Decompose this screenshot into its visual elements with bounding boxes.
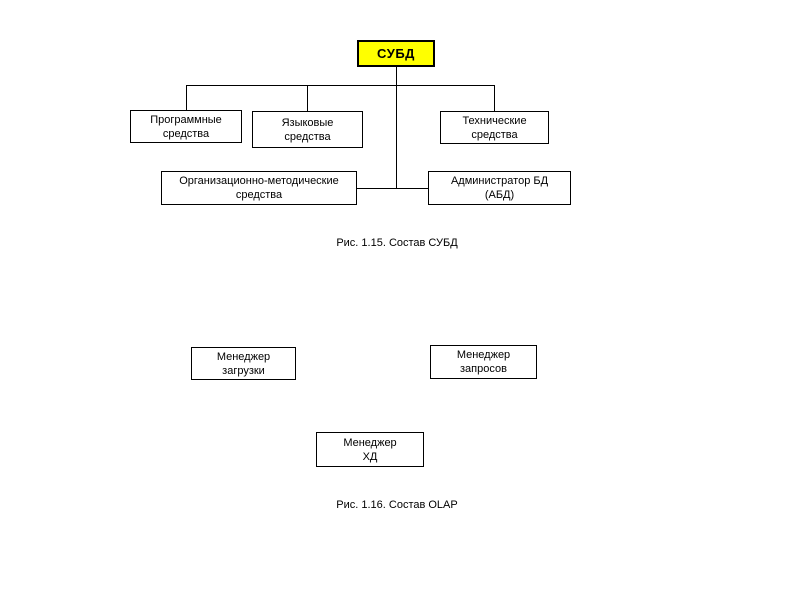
connector-drop-hardware xyxy=(494,85,495,111)
figure-caption-1-15: Рис. 1.15. Состав СУБД xyxy=(336,237,458,249)
node-query-manager[interactable]: Менеджер запросов xyxy=(430,345,537,379)
connector-branch-dba xyxy=(396,188,429,189)
connector-center-spine xyxy=(396,85,397,188)
connector-branch-org-methods xyxy=(357,188,397,189)
node-dw-manager[interactable]: Менеджер ХД xyxy=(316,432,424,467)
node-software-tools[interactable]: Программные средства xyxy=(130,110,242,143)
connector-drop-language xyxy=(307,85,308,111)
figure-caption-1-16: Рис. 1.16. Состав OLAP xyxy=(336,499,458,511)
node-hardware-tools[interactable]: Технические средства xyxy=(440,111,549,144)
connector-root-stem xyxy=(396,67,397,85)
node-database-administrator[interactable]: Администратор БД (АБД) xyxy=(428,171,571,205)
node-subd-root[interactable]: СУБД xyxy=(357,40,435,67)
node-language-tools[interactable]: Языковые средства xyxy=(252,111,363,148)
node-load-manager[interactable]: Менеджер загрузки xyxy=(191,347,296,380)
connector-bus-horizontal xyxy=(186,85,495,86)
node-org-method-tools[interactable]: Организационно-методические средства xyxy=(161,171,357,205)
connector-drop-software xyxy=(186,85,187,110)
